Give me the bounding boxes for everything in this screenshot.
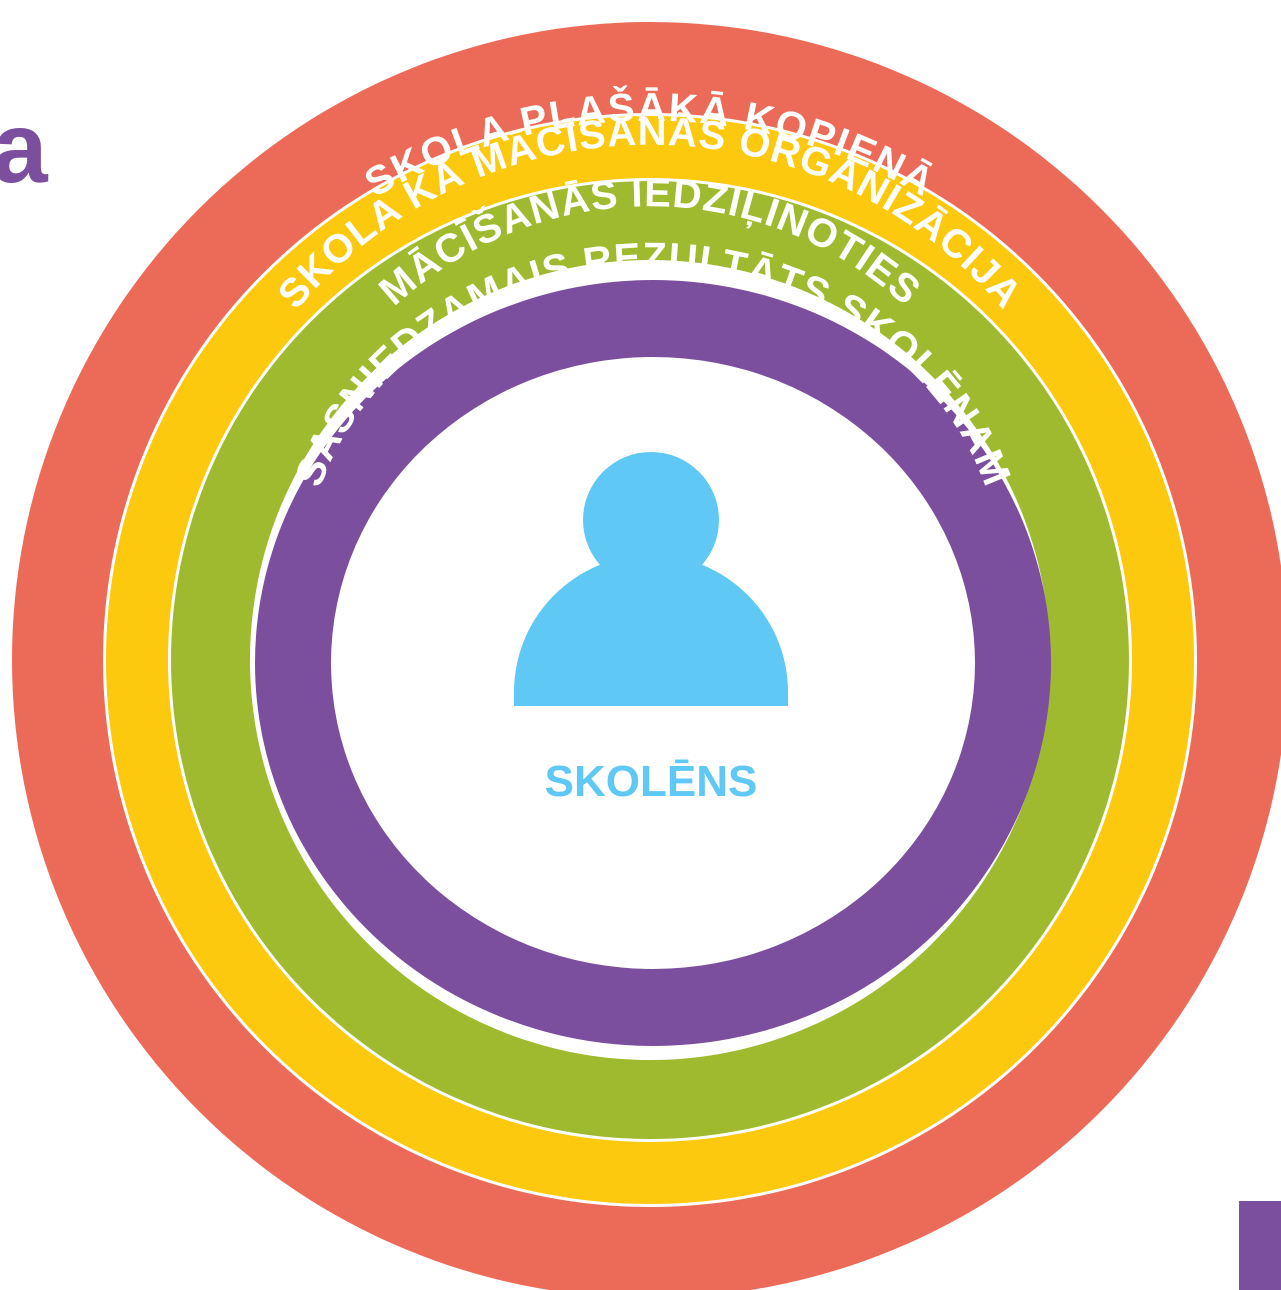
corner-accent-block [1239, 1201, 1281, 1290]
cropped-title-letter: a [0, 92, 48, 204]
center-label: SKOLĒNS [545, 757, 758, 806]
person-icon [514, 452, 788, 706]
